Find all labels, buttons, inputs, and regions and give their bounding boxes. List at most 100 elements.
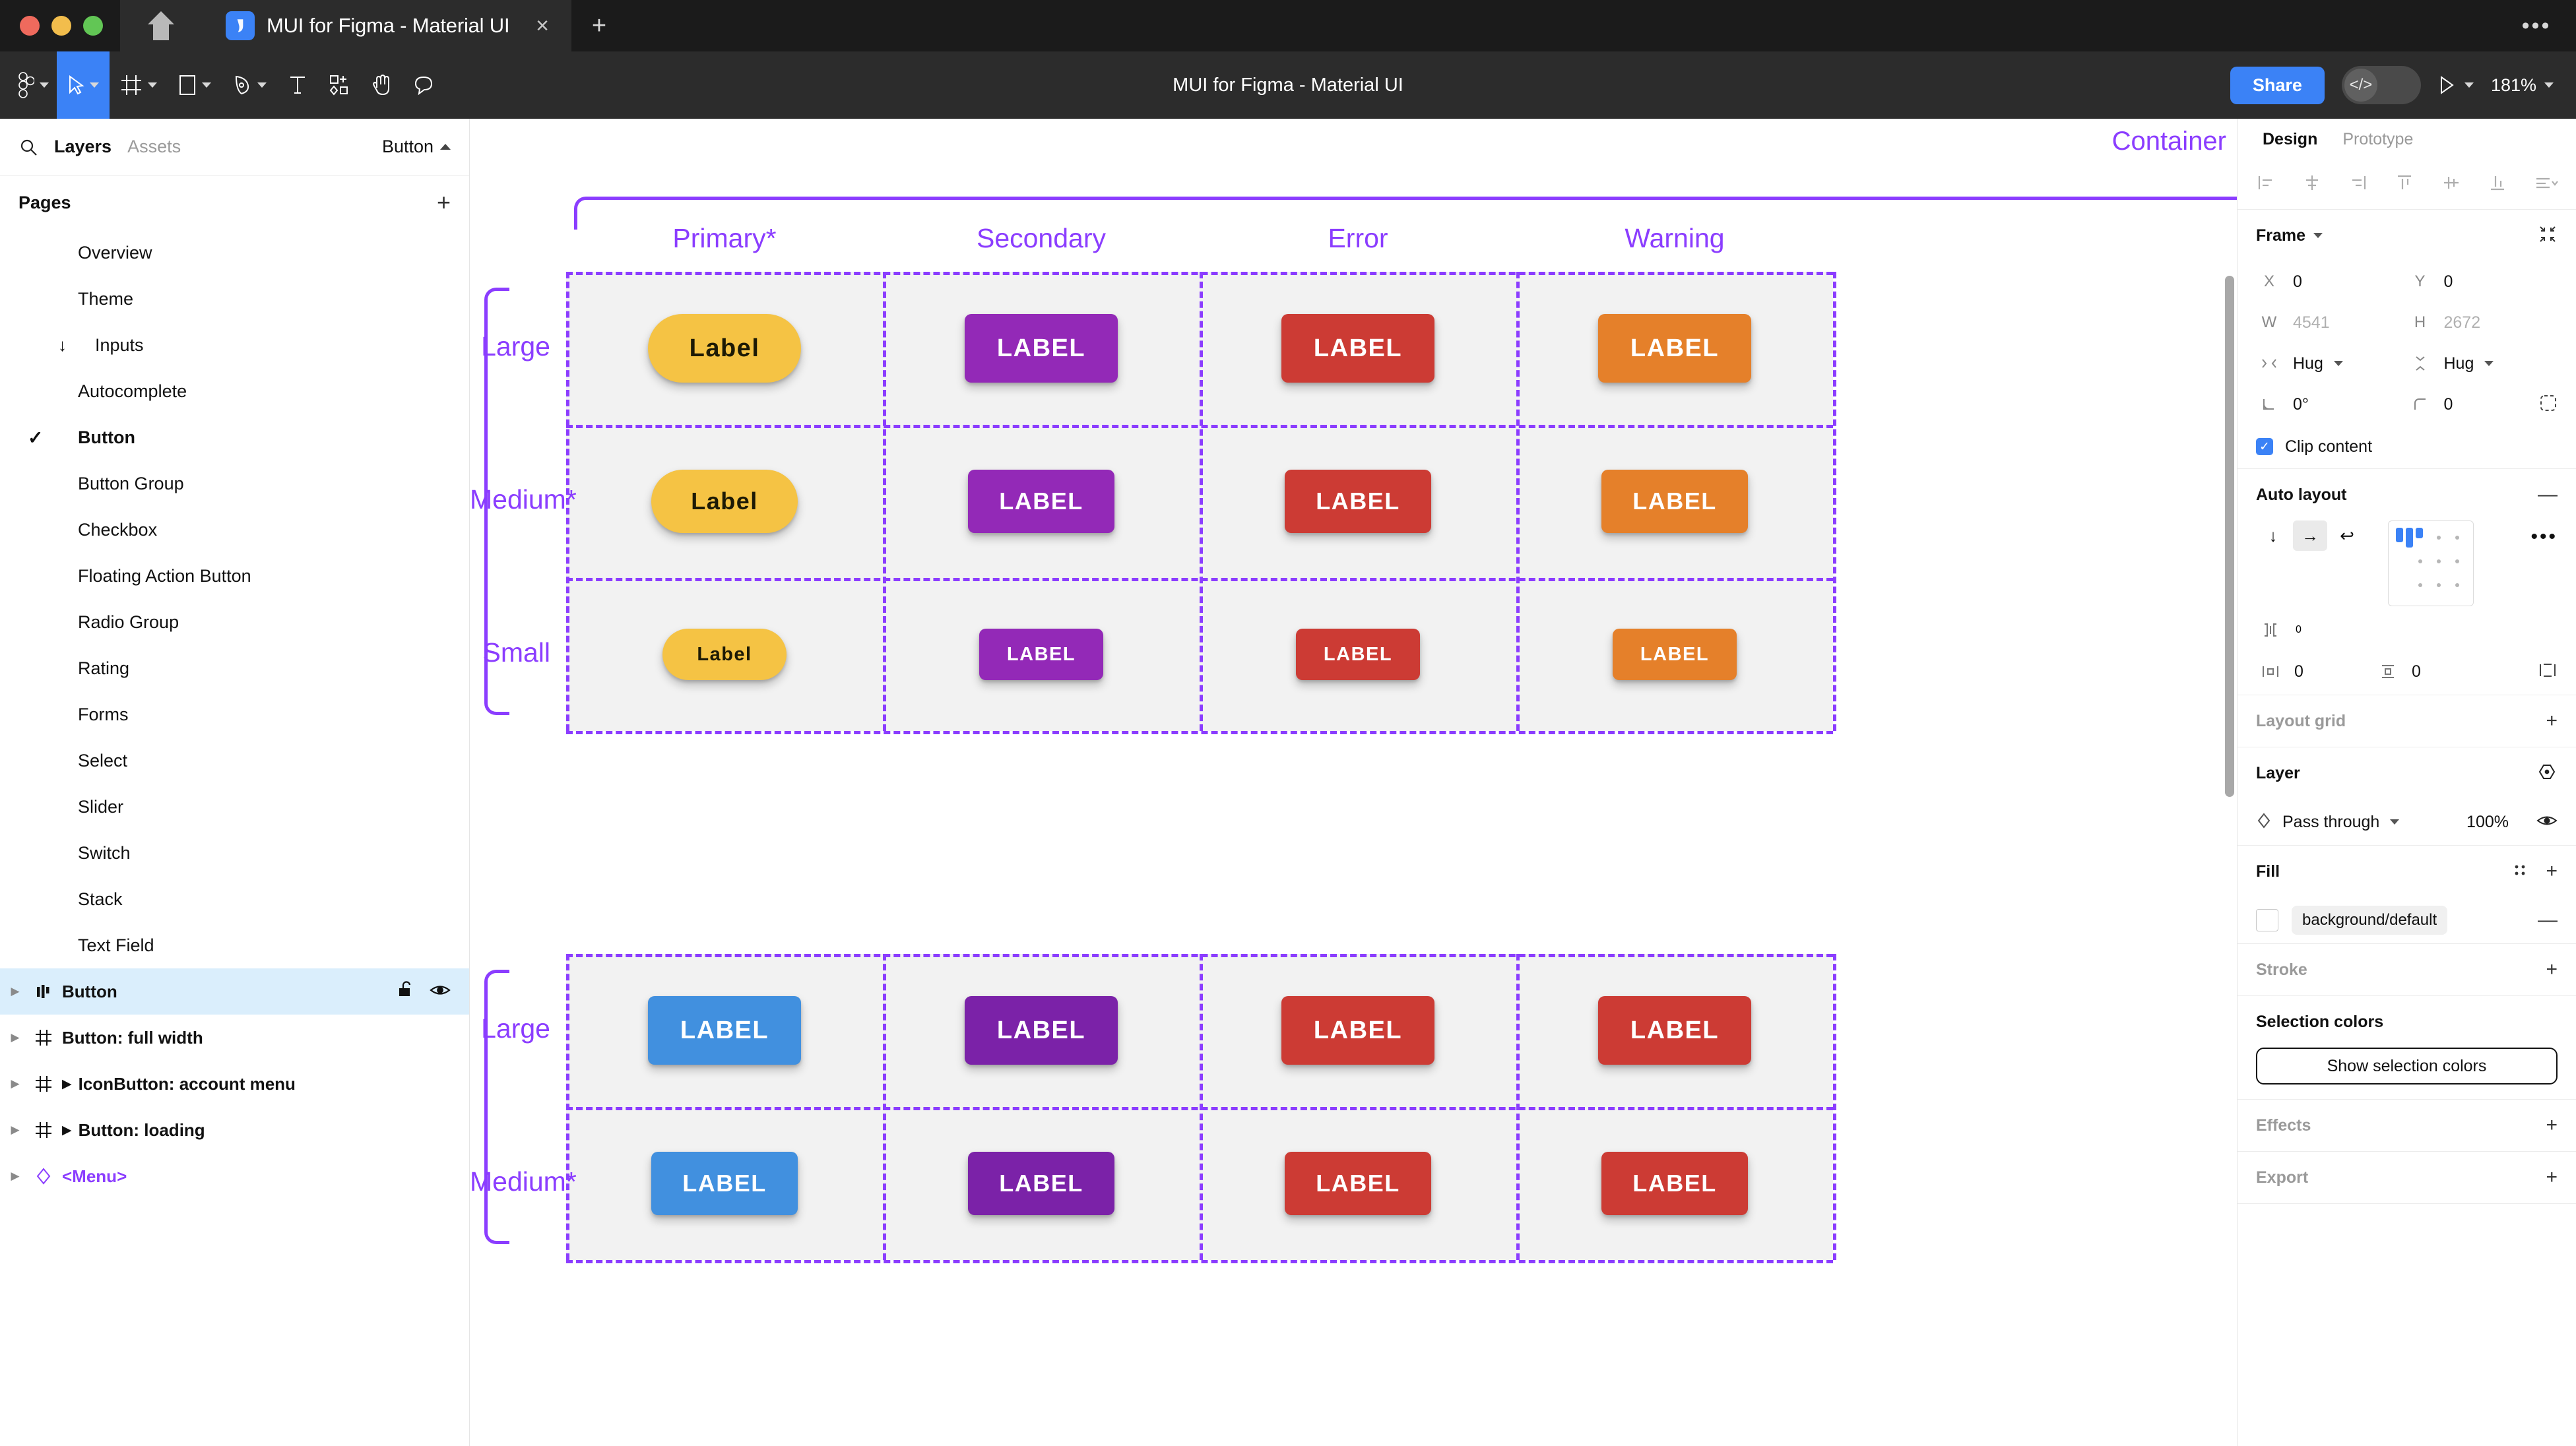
layer-row[interactable]: ▶<Menu> xyxy=(0,1153,469,1199)
horizontal-padding-field[interactable]: 0 xyxy=(2256,662,2373,681)
tab-prototype[interactable]: Prototype xyxy=(2342,129,2414,148)
material-button[interactable]: LABEL xyxy=(648,996,801,1065)
add-export-button[interactable]: + xyxy=(2546,1166,2558,1188)
expand-disclosure-icon[interactable]: ▶ xyxy=(11,1123,20,1136)
unlock-icon[interactable] xyxy=(397,980,415,1003)
share-button[interactable]: Share xyxy=(2230,66,2325,104)
corner-radius-field[interactable]: 0 xyxy=(2407,384,2558,425)
align-right-icon[interactable] xyxy=(2348,173,2368,196)
add-effect-button[interactable]: + xyxy=(2546,1114,2558,1136)
material-button[interactable]: LABEL xyxy=(965,314,1118,383)
tab-layers[interactable]: Layers xyxy=(54,137,112,156)
remove-fill-button[interactable]: — xyxy=(2538,909,2558,931)
material-button[interactable]: LABEL xyxy=(979,629,1103,680)
page-item-overview[interactable]: Overview xyxy=(0,230,469,276)
shape-tool-button[interactable] xyxy=(168,51,222,119)
zoom-level-button[interactable]: 181% xyxy=(2491,75,2554,96)
align-bottom-icon[interactable] xyxy=(2488,173,2507,196)
close-window-button[interactable] xyxy=(20,16,40,36)
material-button[interactable]: LABEL xyxy=(1285,1152,1431,1215)
chevron-down-icon[interactable] xyxy=(2313,233,2323,238)
material-button[interactable]: LABEL xyxy=(1281,996,1434,1065)
material-button[interactable]: LABEL xyxy=(1281,314,1434,383)
page-item-text-field[interactable]: Text Field xyxy=(0,922,469,968)
layer-mask-icon[interactable] xyxy=(2538,763,2558,784)
auto-layout-alignment-picker[interactable] xyxy=(2388,520,2474,606)
independent-corners-icon[interactable] xyxy=(2539,394,2558,416)
expand-disclosure-icon[interactable]: ▶ xyxy=(11,1031,20,1044)
material-button[interactable]: LABEL xyxy=(1613,629,1737,680)
page-item-radio-group[interactable]: Radio Group xyxy=(0,599,469,645)
layer-row[interactable]: ▶▶Button: loading xyxy=(0,1107,469,1153)
page-item-rating[interactable]: Rating xyxy=(0,645,469,691)
minimize-window-button[interactable] xyxy=(51,16,71,36)
material-button[interactable]: LABEL xyxy=(1601,1152,1748,1215)
new-tab-button[interactable]: + xyxy=(571,0,627,51)
text-tool-button[interactable] xyxy=(277,51,318,119)
horizontal-resize-field[interactable]: Hug xyxy=(2256,343,2407,384)
hand-tool-button[interactable] xyxy=(360,51,402,119)
align-horizontal-center-icon[interactable] xyxy=(2302,173,2322,196)
page-item-select[interactable]: Select xyxy=(0,738,469,784)
fill-color-swatch[interactable] xyxy=(2256,909,2278,931)
dev-mode-toggle[interactable]: </> xyxy=(2341,66,2421,104)
material-button[interactable]: LABEL xyxy=(968,1152,1114,1215)
align-top-icon[interactable] xyxy=(2395,173,2414,196)
material-button[interactable]: LABEL xyxy=(1598,996,1751,1065)
page-item-stack[interactable]: Stack xyxy=(0,876,469,922)
expand-disclosure-icon[interactable]: ▶ xyxy=(11,985,20,997)
material-button[interactable]: LABEL xyxy=(1598,314,1751,383)
expand-disclosure-icon[interactable]: ▶ xyxy=(11,1077,20,1090)
add-page-button[interactable]: + xyxy=(436,189,451,216)
close-tab-button[interactable]: × xyxy=(536,13,549,38)
resources-tool-button[interactable] xyxy=(318,51,360,119)
material-button[interactable]: LABEL xyxy=(1601,470,1748,533)
remove-auto-layout-button[interactable]: — xyxy=(2538,484,2558,505)
material-button[interactable]: LABEL xyxy=(965,996,1118,1065)
pen-tool-button[interactable] xyxy=(222,51,277,119)
comment-tool-button[interactable] xyxy=(402,51,445,119)
page-item-button[interactable]: ✓Button xyxy=(0,414,469,460)
chevron-down-icon[interactable] xyxy=(2464,82,2474,88)
present-button-group[interactable] xyxy=(2438,75,2474,95)
material-button[interactable]: LABEL xyxy=(968,470,1114,533)
individual-padding-button[interactable] xyxy=(2538,662,2558,682)
search-icon[interactable] xyxy=(18,137,38,157)
page-item-inputs[interactable]: ↓Inputs xyxy=(0,322,469,368)
material-button[interactable]: LABEL xyxy=(1285,470,1431,533)
gap-value[interactable]: 0 xyxy=(2296,624,2302,635)
maximize-window-button[interactable] xyxy=(83,16,103,36)
page-item-switch[interactable]: Switch xyxy=(0,830,469,876)
canvas-vertical-scrollbar[interactable] xyxy=(2225,276,2234,797)
layer-visibility-icon[interactable] xyxy=(2536,813,2558,831)
material-button[interactable]: LABEL xyxy=(651,1152,798,1215)
layer-row[interactable]: ▶Button xyxy=(0,968,469,1015)
browser-tab[interactable]: MUI for Figma - Material UI × xyxy=(202,0,571,51)
add-stroke-button[interactable]: + xyxy=(2546,959,2558,980)
align-vertical-center-icon[interactable] xyxy=(2441,173,2461,196)
fill-token-name[interactable]: background/default xyxy=(2292,906,2448,935)
add-layout-grid-button[interactable]: + xyxy=(2546,710,2558,732)
page-item-autocomplete[interactable]: Autocomplete xyxy=(0,368,469,414)
fill-styles-icon[interactable] xyxy=(2511,862,2528,882)
show-selection-colors-button[interactable]: Show selection colors xyxy=(2256,1048,2558,1084)
x-field[interactable]: X 0 xyxy=(2256,261,2407,302)
blend-mode-select[interactable]: Pass through xyxy=(2256,812,2400,833)
direction-wrap-button[interactable]: ↩ xyxy=(2340,525,2354,546)
rotation-field[interactable]: 0° xyxy=(2256,384,2407,425)
layer-row[interactable]: ▶Button: full width xyxy=(0,1015,469,1061)
tab-assets[interactable]: Assets xyxy=(127,137,181,156)
direction-horizontal-button[interactable]: → xyxy=(2293,520,2327,551)
clip-content-checkbox[interactable]: ✓ xyxy=(2256,438,2273,455)
material-button[interactable]: Label xyxy=(662,629,787,680)
distribute-menu-icon[interactable] xyxy=(2534,173,2559,196)
vertical-padding-field[interactable]: 0 xyxy=(2373,662,2491,681)
add-fill-button[interactable]: + xyxy=(2546,860,2558,882)
align-left-icon[interactable] xyxy=(2256,173,2276,196)
width-field[interactable]: W 4541 xyxy=(2256,302,2407,343)
collapse-frame-icon[interactable] xyxy=(2538,224,2558,247)
material-button[interactable]: Label xyxy=(648,314,801,383)
move-tool-button[interactable] xyxy=(57,51,110,119)
y-field[interactable]: Y 0 xyxy=(2407,261,2558,302)
page-item-forms[interactable]: Forms xyxy=(0,691,469,738)
